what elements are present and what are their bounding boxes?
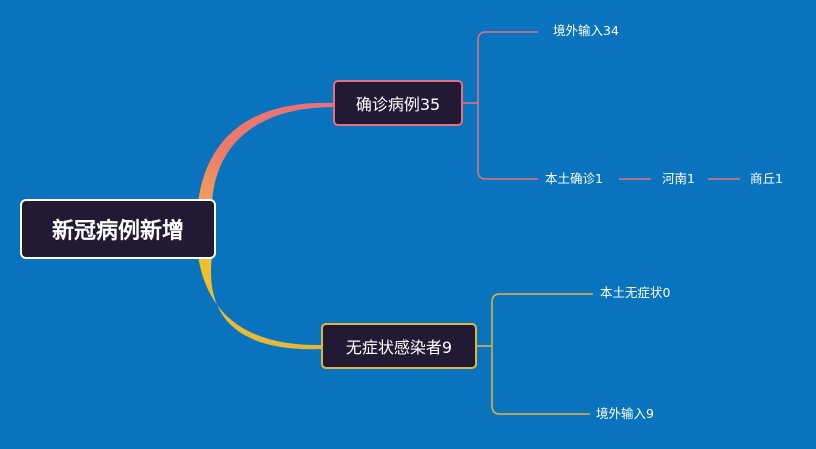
leaf-local-confirmed[interactable]: 本土确诊1 xyxy=(545,171,603,186)
root-node-label: 新冠病例新增 xyxy=(51,219,184,244)
branch-node-confirmed-label: 确诊病例35 xyxy=(355,95,441,114)
branch-node-asymptomatic-label: 无症状感染者9 xyxy=(345,338,453,357)
leaf-local-asymptomatic[interactable]: 本土无症状0 xyxy=(600,285,671,300)
leaf-henan[interactable]: 河南1 xyxy=(662,171,695,186)
leaf-shangqiu[interactable]: 商丘1 xyxy=(750,171,783,186)
connector-root-branch2 xyxy=(198,256,322,350)
leaf-imported-asymptomatic[interactable]: 境外输入9 xyxy=(596,406,654,421)
branch-node-confirmed[interactable]: 确诊病例35 xyxy=(333,80,463,126)
branch2-connectors xyxy=(477,293,593,415)
connector-root-branch1 xyxy=(198,102,334,203)
leaf-imported-confirmed[interactable]: 境外输入34 xyxy=(553,23,619,38)
branch1-connectors xyxy=(463,31,740,180)
branch-node-asymptomatic[interactable]: 无症状感染者9 xyxy=(321,323,477,369)
root-node[interactable]: 新冠病例新增 xyxy=(20,199,216,259)
